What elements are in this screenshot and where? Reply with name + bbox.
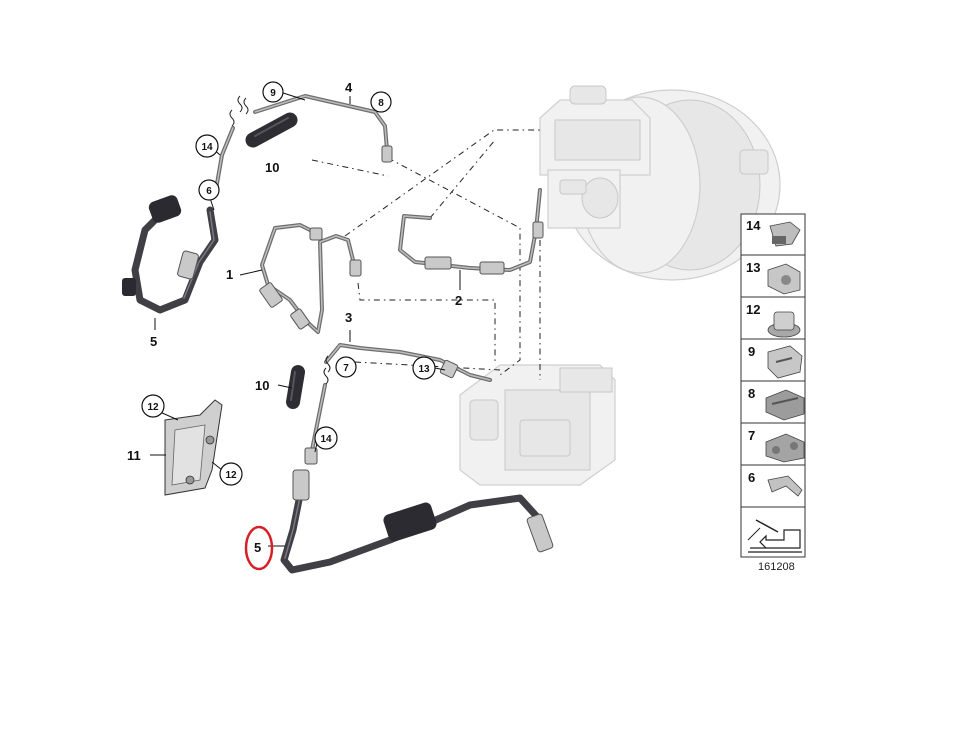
parts-panel-item-8: 8 [740, 380, 806, 424]
svg-text:12: 12 [746, 302, 760, 317]
svg-text:3: 3 [345, 310, 352, 325]
callout-10-upper: 10 [265, 160, 279, 175]
reference-lines [311, 129, 541, 380]
svg-text:9: 9 [748, 344, 755, 359]
parts-panel-item-12: 12 [740, 296, 806, 340]
parts-panel-item-6: 6 [740, 464, 806, 508]
svg-text:5: 5 [254, 540, 261, 555]
callout-7: 7 [335, 356, 357, 378]
bracket-11 [164, 399, 223, 496]
callout-11: 11 [127, 448, 141, 463]
parts-panel-arrow-symbol [740, 506, 806, 558]
callout-14-upper: 14 [195, 134, 219, 158]
brake-pipe-4 [237, 94, 393, 163]
svg-text:9: 9 [270, 88, 276, 99]
svg-text:5: 5 [150, 334, 157, 349]
callout-5-lower: 5 [254, 540, 261, 555]
callout-13: 13 [412, 356, 436, 380]
svg-text:1: 1 [226, 267, 233, 282]
svg-text:7: 7 [748, 428, 755, 443]
abs-unit-ghost [459, 364, 616, 486]
brake-pipe-upper-left [213, 109, 235, 197]
parts-panel-item-14: 14 [740, 213, 806, 256]
callout-2: 2 [455, 293, 462, 308]
svg-text:13: 13 [418, 364, 430, 375]
svg-text:14: 14 [320, 434, 332, 445]
callout-6: 6 [198, 179, 220, 201]
callout-12-upper: 12 [141, 394, 165, 418]
reference-number: 161208 [758, 561, 795, 573]
brake-pipe-2 [398, 188, 544, 275]
svg-text:11: 11 [127, 448, 141, 463]
parts-panel-item-9: 9 [740, 338, 806, 382]
callout-9: 9 [262, 81, 284, 103]
svg-text:10: 10 [255, 378, 269, 393]
svg-text:7: 7 [343, 363, 349, 374]
svg-text:8: 8 [748, 386, 755, 401]
callout-1: 1 [226, 267, 233, 282]
svg-text:8: 8 [378, 98, 384, 109]
callout-8: 8 [370, 91, 392, 113]
callout-3: 3 [345, 310, 352, 325]
callout-4: 4 [345, 80, 353, 95]
svg-text:14: 14 [746, 218, 761, 233]
parts-panel: 14 13 12 9 8 7 [740, 213, 806, 558]
callout-14-lower: 14 [314, 426, 338, 450]
svg-text:12: 12 [147, 402, 159, 413]
callout-12-lower: 12 [219, 462, 243, 486]
brake-pipe-1 [259, 223, 362, 334]
callout-10-lower: 10 [255, 378, 269, 393]
svg-text:10: 10 [265, 160, 279, 175]
svg-text:13: 13 [746, 260, 760, 275]
brake-pipe-lower-left [304, 367, 329, 465]
brake-pipe-3 [324, 343, 492, 382]
svg-text:6: 6 [206, 186, 212, 197]
svg-text:4: 4 [345, 80, 353, 95]
brake-hose-5-lower [280, 469, 554, 574]
rubber-sleeve-10-upper [245, 112, 298, 148]
svg-text:6: 6 [748, 470, 755, 485]
highlight-ring [244, 525, 274, 571]
callout-5-upper: 5 [150, 334, 157, 349]
svg-text:12: 12 [225, 470, 237, 481]
parts-panel-item-7: 7 [740, 422, 806, 466]
svg-text:2: 2 [455, 293, 462, 308]
svg-text:14: 14 [201, 142, 213, 153]
rubber-sleeve-10-lower [286, 365, 305, 409]
brake-booster-ghost [539, 85, 781, 281]
svg-text:161208: 161208 [758, 561, 795, 573]
parts-panel-item-13: 13 [740, 254, 806, 298]
brake-hose-5-upper [122, 195, 219, 314]
